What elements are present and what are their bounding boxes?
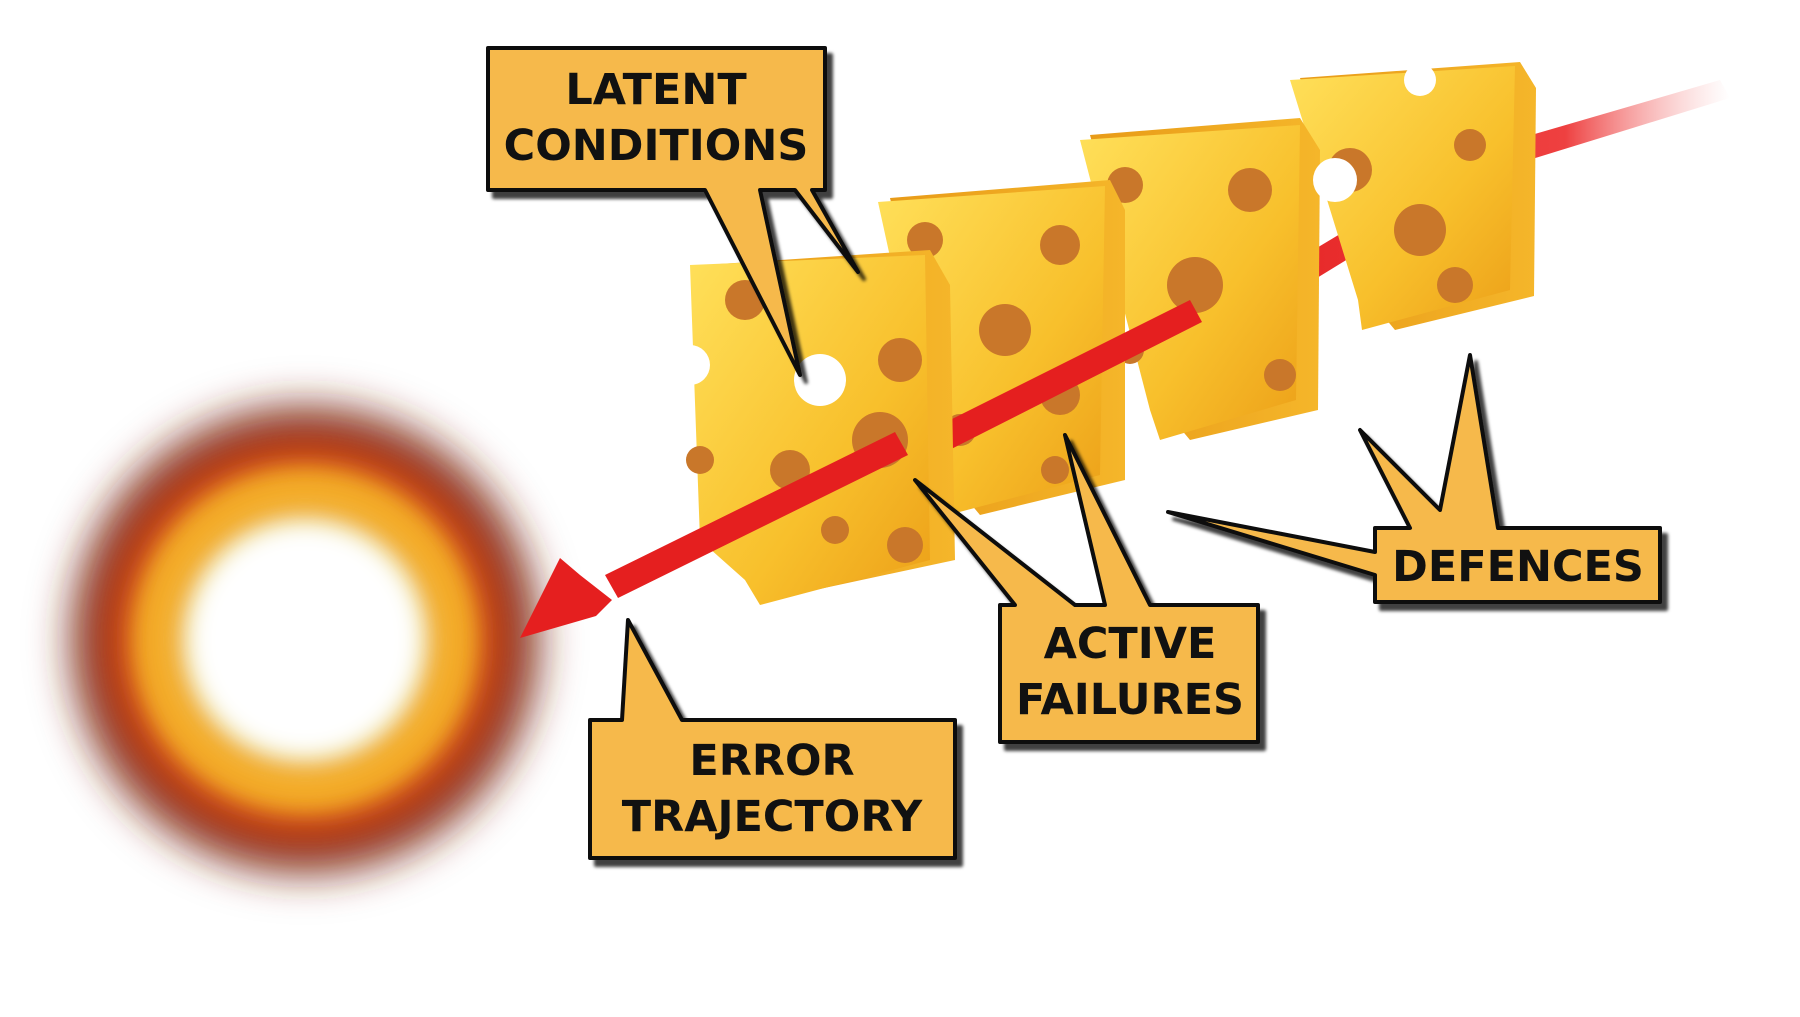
cheese-slice-icon [1080, 118, 1357, 440]
trajectory-arrow-icon [520, 432, 908, 638]
explosion-icon [55, 390, 555, 890]
cheese-slice-icon [670, 250, 955, 605]
latent-label-line2: CONDITIONS [504, 121, 809, 171]
defences-label: DEFENCES [1392, 542, 1644, 592]
latent-label-line1: LATENT [565, 65, 747, 115]
callout-latent-conditions [486, 46, 860, 377]
cheese-slice-icon [1290, 62, 1536, 330]
error-label-line1: ERROR [689, 736, 854, 786]
trajectory-beam-mid [880, 300, 1202, 478]
callout-error-trajectory [588, 618, 957, 860]
active-label-line1: ACTIVE [1044, 619, 1217, 669]
error-label-line2: TRAJECTORY [622, 792, 923, 842]
active-label-line2: FAILURES [1016, 675, 1244, 725]
callout-defences [1166, 353, 1662, 604]
callout-active-failures [913, 433, 1260, 744]
